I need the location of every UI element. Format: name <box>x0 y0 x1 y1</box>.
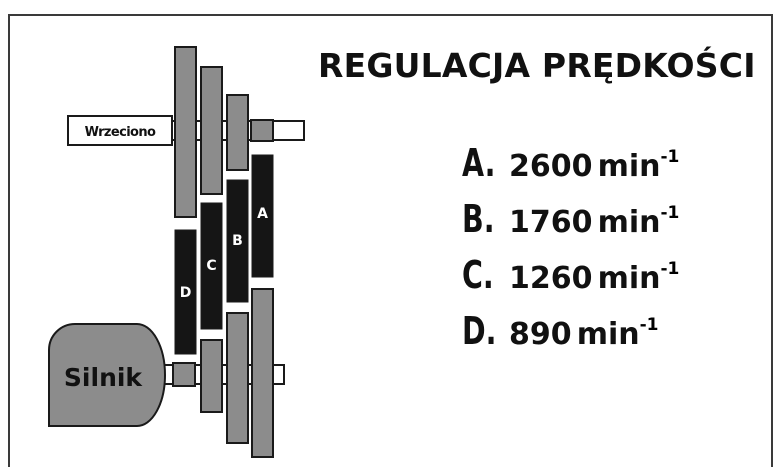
speed-unit: min <box>597 261 661 296</box>
speed-row-c: C. 1260 min-1 <box>462 253 679 309</box>
motor-collar <box>172 362 196 387</box>
speed-unit: min <box>597 205 661 240</box>
belt-a <box>251 154 274 278</box>
spindle-pulley-b <box>226 94 249 171</box>
motor-pulley-a <box>251 288 274 458</box>
speed-list: A.2600 min-1 B.1760 min-1 C.1260 min-1 D… <box>462 141 679 365</box>
belt-label-c: C <box>206 258 216 274</box>
belt-label-b: B <box>232 233 243 249</box>
speed-letter: D. <box>462 309 497 353</box>
motor-label: Silnik <box>64 363 144 392</box>
speed-unit: min <box>597 149 661 184</box>
motor-body <box>48 323 166 427</box>
speed-value: 2600 <box>509 149 593 184</box>
speed-row-a: A. 2600 min-1 <box>462 141 679 197</box>
belt-b <box>226 179 249 303</box>
speed-value: 890 <box>509 317 572 352</box>
speed-value: 1260 <box>509 261 593 296</box>
spindle-pulley-c <box>200 66 223 195</box>
belt-c <box>200 202 223 330</box>
speed-unit: min <box>576 317 640 352</box>
speed-letter: B. <box>462 197 495 241</box>
belt-d <box>174 229 197 355</box>
speed-letter: C. <box>462 253 494 297</box>
motor-pulley-c <box>226 312 249 444</box>
speed-exponent: -1 <box>660 259 680 279</box>
spindle-label: Wrzeciono <box>85 125 156 140</box>
speed-value: 1760 <box>509 205 593 240</box>
page-title: REGULACJA PRĘDKOŚCI <box>318 46 756 85</box>
spindle-collar <box>250 119 274 142</box>
speed-exponent: -1 <box>660 147 680 167</box>
speed-exponent: -1 <box>660 203 680 223</box>
speed-letter: A. <box>462 141 496 185</box>
speed-row-b: B. 1760 min-1 <box>462 197 679 253</box>
belt-label-a: A <box>257 206 268 222</box>
spindle-pulley-d <box>174 46 197 218</box>
belt-label-d: D <box>180 285 192 301</box>
motor-pulley-d <box>200 339 223 413</box>
speed-row-d: D. 890 min-1 <box>462 309 679 365</box>
spindle-label-box <box>67 115 173 146</box>
speed-exponent: -1 <box>639 315 659 335</box>
